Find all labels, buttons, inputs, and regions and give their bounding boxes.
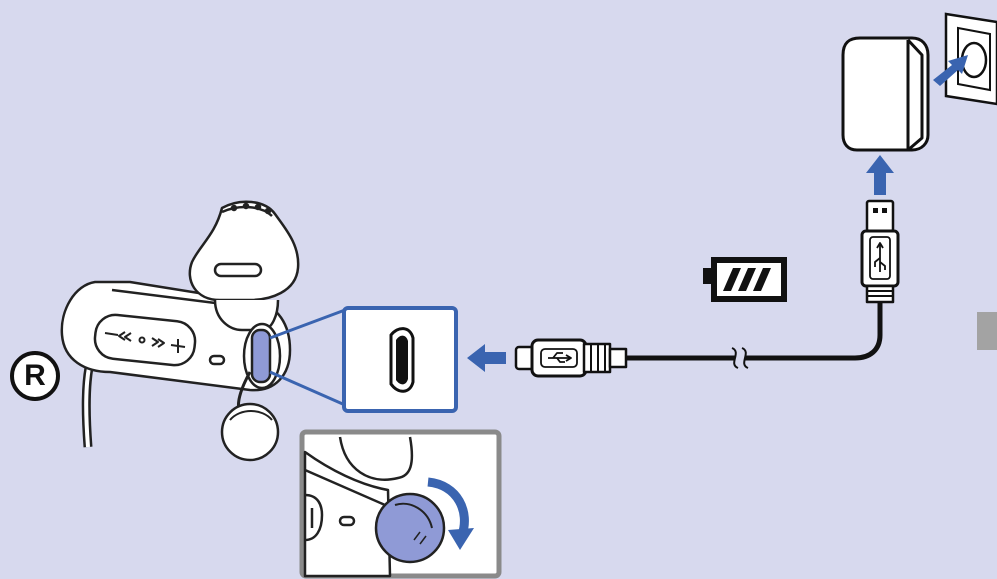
- outlet-arrow: [933, 55, 968, 86]
- usb-symbol-icon: [540, 348, 578, 368]
- callout-lines: [269, 308, 346, 407]
- earpiece: [188, 200, 300, 302]
- plug-in-arrow: [866, 155, 894, 195]
- cable-break-icon: [731, 347, 749, 369]
- control-buttons: [104, 331, 186, 353]
- usb-a-plug: [860, 199, 900, 304]
- rotate-arrow-icon: [427, 477, 469, 537]
- wall-outlet-icon: [944, 12, 997, 106]
- insert-arrow: [467, 344, 506, 372]
- battery-full-icon: [703, 257, 787, 302]
- ac-adapter-icon: [841, 36, 930, 152]
- cap-rotation-inset: [299, 429, 502, 579]
- page-tab: [977, 312, 997, 350]
- charging-port: [250, 328, 272, 384]
- headset: [60, 200, 300, 462]
- port-callout: [342, 306, 458, 413]
- usb-symbol-icon: [869, 236, 891, 280]
- usb-cable: [514, 300, 883, 378]
- port-cap: [220, 402, 280, 462]
- right-side-label: R: [10, 351, 60, 401]
- rotating-cap: [374, 492, 446, 564]
